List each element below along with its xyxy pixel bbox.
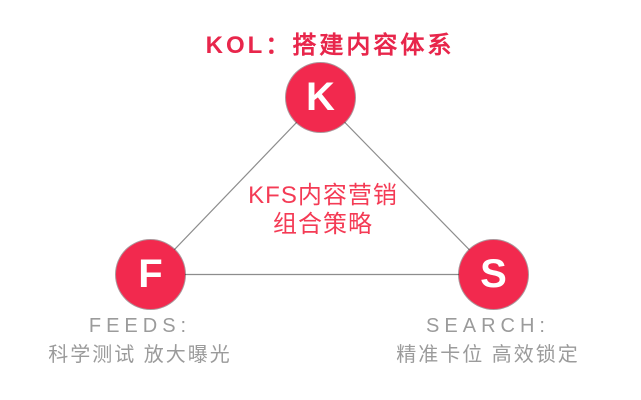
edge-k-s xyxy=(320,97,494,275)
node-s-letter: S xyxy=(480,251,507,296)
search-caption: SEARCH: 精准卡位 高效锁定 xyxy=(368,314,608,367)
center-strategy-label-line2: 组合策略 xyxy=(273,211,373,238)
feeds-caption-heading: FEEDS: xyxy=(88,315,192,337)
search-caption-heading: SEARCH: xyxy=(426,315,550,337)
node-k-letter: K xyxy=(306,74,335,119)
search-caption-description: 精准卡位 高效锁定 xyxy=(396,344,580,366)
node-s: S xyxy=(459,240,528,309)
feeds-caption-description: 科学测试 放大曝光 xyxy=(48,344,232,366)
diagram-title: KOL：搭建内容体系 xyxy=(205,32,455,59)
node-k: K xyxy=(286,63,355,132)
feeds-caption: FEEDS: 科学测试 放大曝光 xyxy=(20,314,260,367)
node-f-letter: F xyxy=(138,251,163,296)
center-strategy-label-line1: KFS内容营销 xyxy=(248,182,398,209)
node-f: F xyxy=(116,240,185,309)
center-strategy-label: KFS内容营销 组合策略 xyxy=(223,181,423,239)
edge-k-f xyxy=(150,97,321,275)
